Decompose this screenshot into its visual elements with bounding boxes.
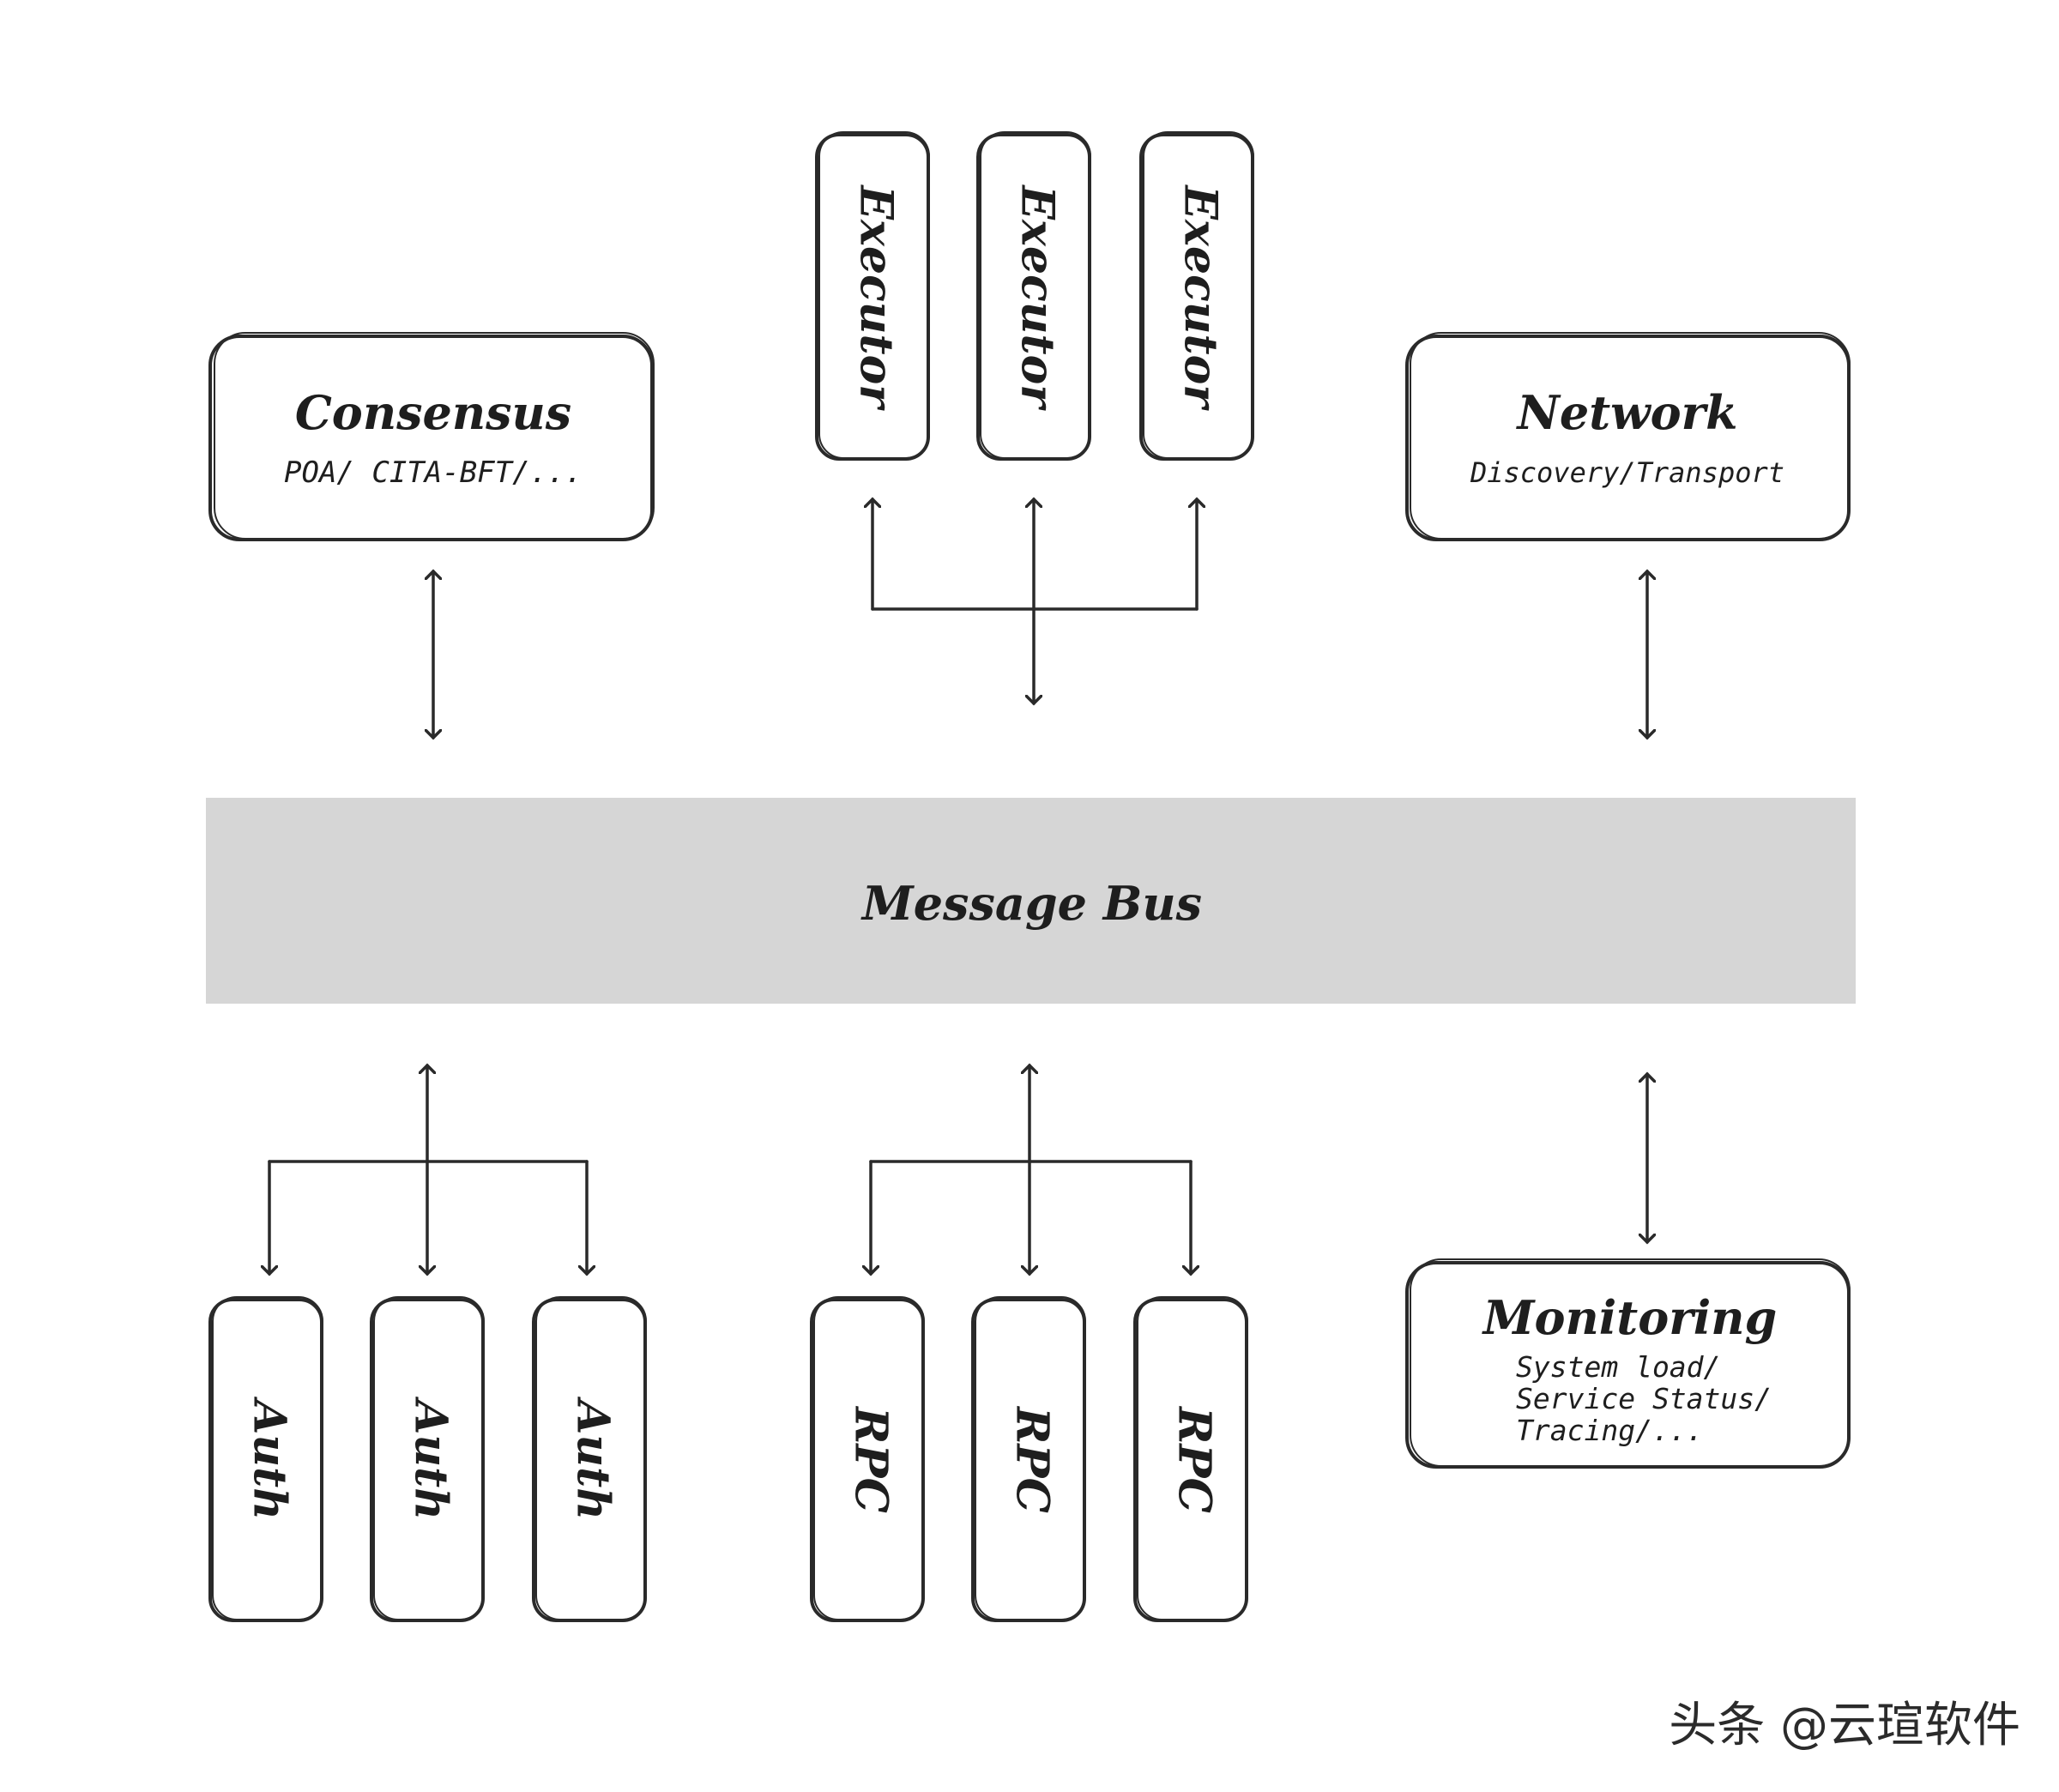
auth-box-2: Auth (370, 1296, 485, 1622)
executor-box-1: Executor (815, 131, 930, 461)
rpc-box-2: RPC (971, 1296, 1086, 1622)
network-box: Network Discovery/Transport (1405, 332, 1851, 541)
auth-box-1: Auth (208, 1296, 323, 1622)
auth-box-3: Auth (532, 1296, 647, 1622)
executor-connector (873, 499, 1197, 703)
rpc-label-3: RPC (1168, 1405, 1221, 1513)
auth-label-3: Auth (567, 1396, 619, 1520)
message-bus-label: Message Bus (860, 876, 1202, 931)
rpc-connector (871, 1065, 1191, 1274)
network-title: Network (1515, 385, 1737, 440)
monitoring-title: Monitoring (1482, 1290, 1778, 1345)
executor-label-2: Executor (1011, 184, 1064, 411)
watermark-text: 头条 @云瑄软件 (1669, 1698, 2020, 1753)
executor-label-3: Executor (1174, 184, 1227, 411)
consensus-subtitle: POA/ CITA-BFT/... (284, 456, 583, 490)
rpc-label-1: RPC (845, 1405, 897, 1513)
rpc-box-3: RPC (1133, 1296, 1248, 1622)
network-subtitle: Discovery/Transport (1470, 456, 1784, 489)
executor-box-2: Executor (976, 131, 1091, 461)
auth-label-2: Auth (405, 1396, 457, 1520)
monitoring-box: Monitoring System load/ Service Status/ … (1405, 1258, 1851, 1469)
auth-label-1: Auth (244, 1396, 296, 1520)
monitoring-line-1: System load/ (1516, 1350, 1720, 1384)
consensus-title: Consensus (295, 385, 571, 440)
monitoring-line-3: Tracing/... (1516, 1414, 1704, 1447)
executor-label-1: Executor (850, 184, 903, 411)
rpc-label-2: RPC (1006, 1405, 1059, 1513)
message-bus: Message Bus (206, 798, 1856, 1004)
executor-box-3: Executor (1139, 131, 1254, 461)
consensus-box: Consensus POA/ CITA-BFT/... (208, 332, 655, 541)
monitoring-line-2: Service Status/ (1516, 1382, 1772, 1415)
auth-connector (269, 1065, 587, 1274)
rpc-box-1: RPC (810, 1296, 925, 1622)
